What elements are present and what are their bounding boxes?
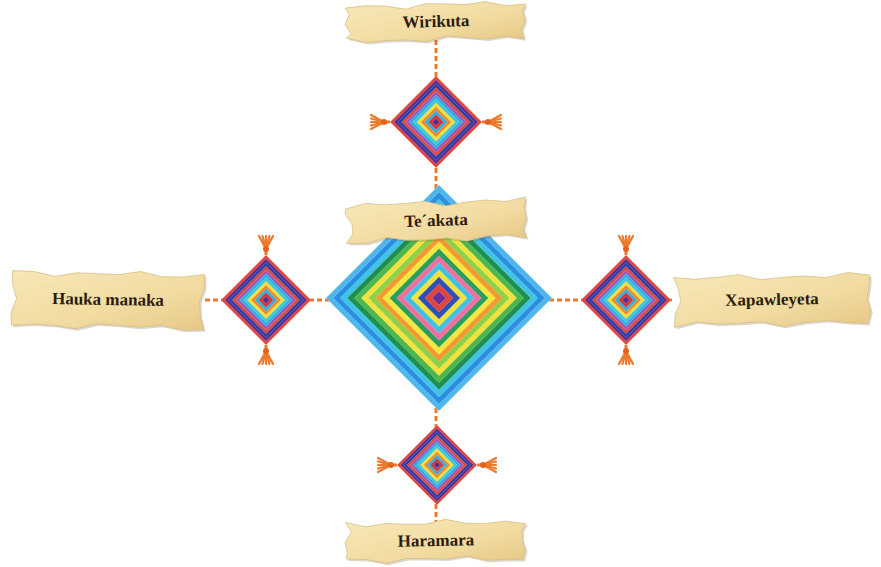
tassel [482, 115, 501, 129]
paper-tag: Haramara [346, 519, 527, 562]
tassel [378, 458, 397, 472]
paper-tag: Te´akata [345, 198, 526, 244]
gods-eye [371, 76, 501, 168]
tassel [619, 236, 633, 255]
paper-tag: Hauka manaka [12, 270, 205, 329]
tassel [371, 115, 390, 129]
tassel [477, 458, 496, 472]
tag-label: Hauka manaka [52, 289, 164, 311]
gods-eyes [221, 76, 671, 505]
paper-tag: Xapawleyeta [674, 273, 871, 326]
tag-label: Xapawleyeta [725, 289, 819, 311]
tassel [259, 236, 273, 255]
stick-lines [205, 40, 672, 522]
tag-label: Wirikuta [402, 11, 469, 33]
gods-eye [378, 425, 496, 505]
tag-label: Te´akata [404, 210, 468, 232]
gods-eye [326, 185, 552, 411]
paper-tag: Wirikuta [346, 1, 527, 44]
tassel [259, 345, 273, 364]
tassel [619, 345, 633, 364]
gods-eye [581, 236, 671, 364]
gods-eye [221, 236, 311, 364]
tag-label: Haramara [398, 530, 475, 551]
